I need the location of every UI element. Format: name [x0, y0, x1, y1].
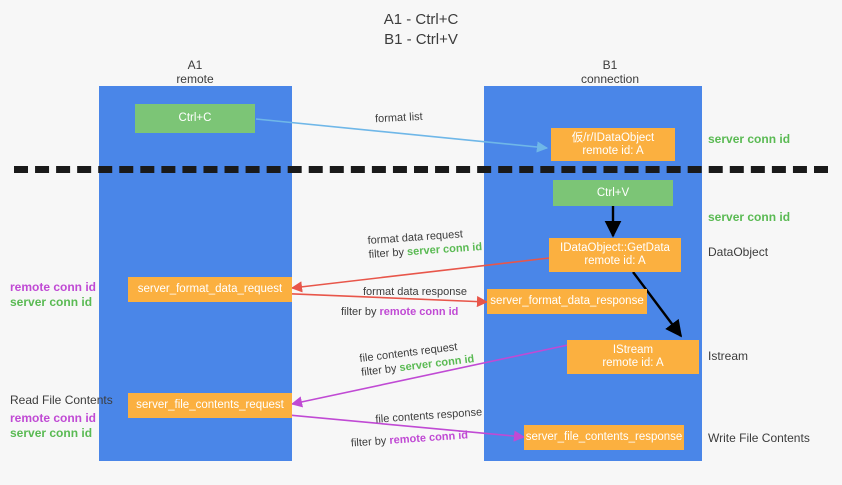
- box-idataobject-sub: remote id: A: [582, 144, 644, 157]
- label-server-conn-id-second: server conn id: [708, 210, 791, 224]
- label-left-conn-ids-bottom: remote conn id server conn id: [10, 411, 96, 441]
- box-idataobject-getdata[interactable]: IDataObject::GetData remote id: A: [549, 238, 681, 272]
- filter-by-label-3: filter by: [360, 362, 398, 379]
- box-server-file-contents-request[interactable]: server_file_contents_request: [128, 393, 292, 418]
- annotation-file-contents-response: file contents response filter by remote …: [351, 405, 484, 449]
- label-read-file-contents: Read File Contents: [10, 393, 113, 407]
- box-ctrl-c[interactable]: Ctrl+C: [135, 104, 255, 133]
- box-ctrl-v-label: Ctrl+V: [596, 186, 630, 199]
- title-line-1: A1 - Ctrl+C: [383, 11, 459, 28]
- box-server-file-contents-response-label: server_file_contents_response: [525, 431, 683, 443]
- box-server-format-data-response[interactable]: server_format_data_response: [487, 289, 647, 314]
- lane-b1-sub: connection: [580, 72, 640, 86]
- lane-a1-name: A1: [187, 58, 203, 72]
- phase-divider: [14, 166, 828, 173]
- box-istream[interactable]: IStream remote id: A: [567, 340, 699, 374]
- annotation-format-list-text: format list: [374, 110, 423, 126]
- annotation-format-data-response-filter: filter by remote conn id: [341, 305, 467, 319]
- label-left-conn-ids-top: remote conn id server conn id: [10, 280, 96, 310]
- box-ctrl-c-label: Ctrl+C: [178, 112, 212, 124]
- box-ctrl-v[interactable]: Ctrl+V: [553, 180, 673, 206]
- box-server-file-contents-request-label: server_file_contents_request: [136, 399, 284, 411]
- box-server-file-contents-response[interactable]: server_file_contents_response: [524, 425, 684, 450]
- annotation-file-contents-response-filter: filter by remote conn id: [350, 427, 484, 450]
- box-server-format-data-request-label: server_format_data_request: [137, 283, 283, 295]
- lane-a1-sub: remote: [176, 72, 214, 86]
- box-getdata-sub: remote id: A: [584, 255, 646, 267]
- annotation-format-data-request: format data request filter by server con…: [367, 226, 482, 262]
- label-server-conn-id-left-top: server conn id: [10, 295, 93, 309]
- annotation-format-list: format list: [375, 110, 423, 126]
- filter-by-label-4: filter by: [350, 435, 387, 450]
- annotation-file-contents-request: file contents request filter by server c…: [359, 338, 475, 380]
- filter-value-remote-conn-id-2: remote conn id: [388, 429, 469, 447]
- lane-b1-name: B1: [602, 58, 618, 72]
- lane-header-b1: B1 connection: [535, 58, 685, 86]
- title-line-2: B1 - Ctrl+V: [384, 31, 458, 48]
- filter-by-label-1: filter by: [368, 246, 405, 261]
- label-istream: Istream: [708, 349, 749, 363]
- label-server-conn-id-top: server conn id: [708, 132, 791, 146]
- annotation-format-data-response: format data response filter by remote co…: [341, 285, 467, 319]
- box-server-format-data-request[interactable]: server_format_data_request: [128, 277, 292, 302]
- box-istream-title: IStream: [612, 344, 654, 356]
- filter-by-label-2: filter by: [341, 306, 377, 318]
- box-getdata-title: IDataObject::GetData: [560, 242, 670, 254]
- filter-value-remote-conn-id-1: remote conn id: [379, 306, 459, 318]
- label-remote-conn-id-bottom: remote conn id: [10, 411, 97, 425]
- label-dataobject: DataObject: [708, 245, 769, 259]
- filter-value-server-conn-id-1: server conn id: [406, 241, 483, 259]
- label-write-file-contents: Write File Contents: [708, 431, 810, 445]
- annotation-format-data-response-text: format data response: [363, 286, 467, 298]
- label-server-conn-id-left-bottom: server conn id: [10, 426, 93, 440]
- box-idataobject-title: 仮/r/IDataObject: [571, 131, 655, 144]
- diagram-title: A1 - Ctrl+C B1 - Ctrl+V: [0, 10, 842, 50]
- lane-header-a1: A1 remote: [120, 58, 270, 86]
- label-remote-conn-id-top: remote conn id: [10, 280, 97, 294]
- box-server-format-data-response-label: server_format_data_response: [490, 295, 644, 307]
- annotation-file-contents-response-text: file contents response: [374, 406, 483, 426]
- box-idataobject[interactable]: 仮/r/IDataObject remote id: A: [551, 128, 675, 161]
- box-istream-sub: remote id: A: [602, 357, 664, 369]
